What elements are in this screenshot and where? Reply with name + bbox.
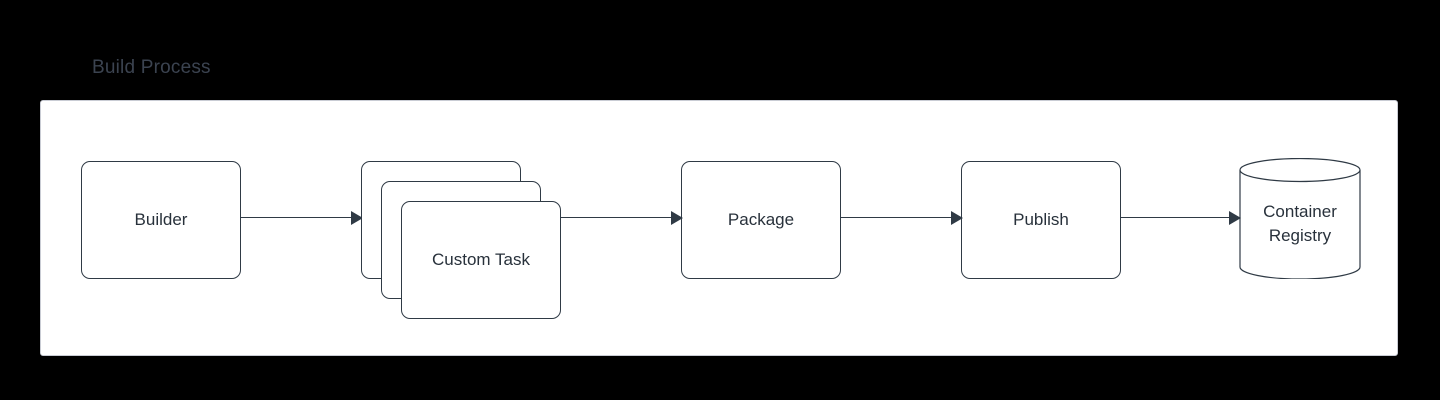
connector-custom-task-to-package <box>561 211 683 225</box>
connector-builder-to-custom-task <box>241 211 363 225</box>
connector-shaft <box>841 217 951 218</box>
node-publish[interactable]: Publish <box>961 161 1121 279</box>
node-builder-label: Builder <box>134 210 188 229</box>
cylinder-icon <box>1239 158 1361 279</box>
connector-publish-to-container-registry <box>1121 211 1241 225</box>
node-custom-task-card-front-label: Custom Task <box>432 250 530 269</box>
arrowhead-icon <box>1229 211 1241 225</box>
diagram-title: Build Process <box>92 57 211 78</box>
node-publish-label: Publish <box>1013 210 1069 229</box>
node-builder[interactable]: Builder <box>81 161 241 279</box>
node-custom-task-stack: Custom Task Custom Task Custom Task <box>41 101 1397 355</box>
connector-package-to-publish <box>841 211 963 225</box>
diagram-panel: Builder Custom Task Custom Task Custom T… <box>40 100 1398 356</box>
arrowhead-icon <box>351 211 363 225</box>
arrowhead-icon <box>671 211 683 225</box>
node-custom-task-card-front[interactable]: Custom Task <box>401 201 561 319</box>
arrowhead-icon <box>951 211 963 225</box>
node-container-registry[interactable]: Container Registry <box>1239 158 1361 279</box>
connector-shaft <box>241 217 351 218</box>
node-package[interactable]: Package <box>681 161 841 279</box>
connector-shaft <box>1121 217 1229 218</box>
connector-shaft <box>561 217 671 218</box>
node-package-label: Package <box>727 210 795 229</box>
